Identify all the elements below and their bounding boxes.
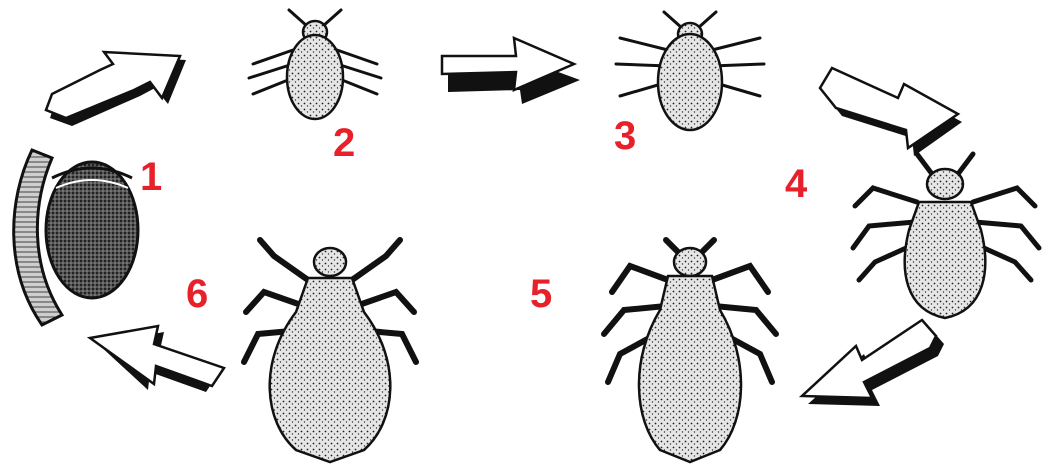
adult-louse-icon bbox=[244, 240, 416, 462]
arrow-icon bbox=[802, 320, 944, 406]
nymph-second-stage-icon bbox=[616, 12, 764, 130]
louse-egg-nit-icon bbox=[14, 150, 138, 325]
stage-number-1: 1 bbox=[140, 157, 162, 197]
stage-number-4: 4 bbox=[785, 164, 807, 204]
nymph-first-stage-icon bbox=[249, 10, 381, 119]
arrow-icon bbox=[820, 68, 962, 156]
stage-number-5: 5 bbox=[530, 274, 552, 314]
adult-louse-icon bbox=[604, 240, 776, 462]
arrow-icon bbox=[90, 326, 224, 392]
nymph-third-stage-icon bbox=[853, 154, 1039, 318]
arrow-icon bbox=[442, 38, 580, 104]
stage-number-6: 6 bbox=[186, 274, 208, 314]
stage-number-2: 2 bbox=[333, 123, 355, 163]
stage-number-3: 3 bbox=[614, 116, 636, 156]
arrow-icon bbox=[46, 52, 186, 126]
